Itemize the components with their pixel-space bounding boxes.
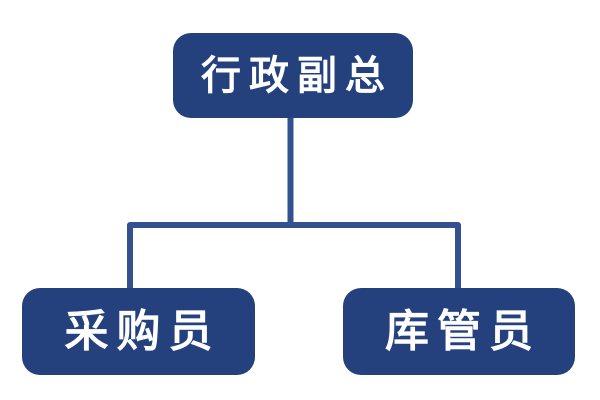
org-node-child-purchaser: 采购员 (22, 288, 255, 375)
org-node-root-label: 行政副总 (201, 53, 393, 98)
org-node-child-warehouse-label: 库管员 (385, 306, 541, 356)
org-node-child-warehouse: 库管员 (343, 288, 575, 375)
org-node-root: 行政副总 (173, 33, 413, 118)
org-node-child-purchaser-label: 采购员 (64, 306, 221, 356)
connector-children-bracket (127, 222, 461, 292)
